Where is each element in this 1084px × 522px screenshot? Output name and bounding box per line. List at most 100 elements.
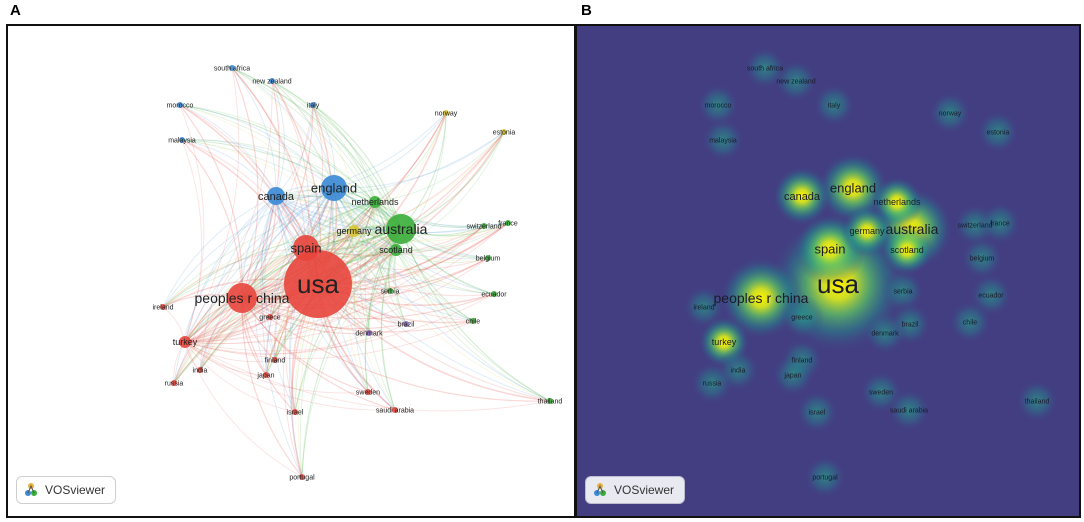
link-line bbox=[312, 104, 355, 232]
node-serbia[interactable] bbox=[387, 288, 393, 294]
node-label-england: england bbox=[311, 181, 357, 196]
node-brazil[interactable] bbox=[403, 321, 409, 327]
link-line bbox=[241, 297, 407, 330]
link-line bbox=[333, 112, 447, 189]
link-line bbox=[275, 195, 397, 251]
link-line bbox=[162, 247, 307, 308]
node-canada[interactable] bbox=[267, 187, 285, 205]
node-label-turkey: turkey bbox=[173, 337, 198, 347]
link-line bbox=[351, 230, 396, 411]
density-label-israel: israel bbox=[809, 409, 826, 416]
link-line bbox=[333, 187, 407, 325]
link-line bbox=[275, 195, 474, 322]
link-line bbox=[181, 139, 243, 299]
link-line bbox=[353, 230, 407, 325]
link-line bbox=[184, 290, 391, 345]
node-label-spain: spain bbox=[290, 241, 321, 256]
node-belgium[interactable] bbox=[485, 255, 491, 261]
node-chile[interactable] bbox=[470, 318, 476, 324]
link-line bbox=[241, 222, 509, 300]
density-label-germany: germany bbox=[849, 226, 885, 236]
node-germany[interactable] bbox=[348, 225, 360, 237]
node-scotland[interactable] bbox=[390, 244, 402, 256]
node-morocco[interactable] bbox=[177, 102, 183, 108]
link-line bbox=[275, 104, 314, 197]
node-spain[interactable] bbox=[293, 235, 319, 261]
node-australia[interactable] bbox=[386, 214, 416, 244]
node-finland[interactable] bbox=[272, 357, 278, 363]
link-line bbox=[271, 80, 310, 249]
link-line bbox=[181, 139, 277, 197]
node-new-zealand[interactable] bbox=[269, 78, 275, 84]
node-label-sweden: sweden bbox=[356, 389, 380, 396]
link-line bbox=[353, 201, 376, 393]
link-line bbox=[184, 201, 376, 343]
node-label-france: france bbox=[498, 220, 518, 227]
node-russia[interactable] bbox=[171, 380, 177, 386]
node-label-ecuador: ecuador bbox=[481, 291, 507, 298]
density-label-sweden: sweden bbox=[869, 389, 893, 396]
node-turkey[interactable] bbox=[179, 336, 191, 348]
node-switzerland[interactable] bbox=[481, 223, 487, 229]
node-netherlands[interactable] bbox=[369, 196, 381, 208]
density-label-norway: norway bbox=[939, 110, 962, 117]
link-line bbox=[353, 230, 489, 261]
node-israel[interactable] bbox=[292, 409, 298, 415]
density-blob-japan bbox=[771, 353, 815, 397]
node-label-ireland: ireland bbox=[152, 304, 173, 311]
node-label-morocco: morocco bbox=[167, 102, 194, 109]
link-line bbox=[241, 257, 489, 306]
link-line bbox=[265, 187, 335, 376]
link-line bbox=[301, 249, 397, 478]
link-line bbox=[241, 104, 314, 299]
vosviewer-logo-icon bbox=[594, 483, 606, 496]
link-line bbox=[305, 112, 447, 249]
link-line bbox=[275, 195, 402, 231]
node-ecuador[interactable] bbox=[491, 291, 497, 297]
link-line bbox=[395, 249, 495, 295]
node-japan[interactable] bbox=[263, 372, 269, 378]
node-peoples-r-china[interactable] bbox=[227, 283, 257, 313]
link-line bbox=[162, 195, 277, 308]
link-line bbox=[184, 249, 397, 343]
node-italy[interactable] bbox=[310, 102, 316, 108]
node-greece[interactable] bbox=[267, 314, 273, 320]
density-label-canada: canada bbox=[784, 191, 821, 203]
node-norway[interactable] bbox=[443, 110, 449, 116]
node-label-scotland: scotland bbox=[379, 245, 413, 255]
link-line bbox=[179, 104, 277, 197]
node-south-africa[interactable] bbox=[229, 65, 235, 71]
node-estonia[interactable] bbox=[501, 129, 507, 135]
link-line bbox=[173, 187, 335, 384]
vosviewer-label: VOSviewer bbox=[614, 483, 675, 497]
link-line bbox=[395, 225, 485, 251]
node-usa[interactable] bbox=[284, 250, 352, 318]
node-label-russia: russia bbox=[165, 380, 184, 387]
node-england[interactable] bbox=[321, 175, 347, 201]
node-thailand[interactable] bbox=[547, 398, 553, 404]
node-saudi-arabia[interactable] bbox=[392, 407, 398, 413]
node-ireland[interactable] bbox=[160, 304, 166, 310]
link-line bbox=[353, 230, 495, 295]
node-label-finland: finland bbox=[265, 357, 286, 364]
node-label-portugal: portugal bbox=[289, 474, 315, 481]
link-line bbox=[184, 257, 489, 344]
link-line bbox=[179, 104, 307, 249]
node-india[interactable] bbox=[197, 367, 203, 373]
link-line bbox=[254, 195, 277, 376]
node-portugal[interactable] bbox=[299, 474, 305, 480]
link-line bbox=[275, 195, 397, 251]
node-france[interactable] bbox=[505, 220, 511, 226]
node-denmark[interactable] bbox=[366, 330, 372, 336]
link-line bbox=[173, 201, 376, 384]
density-blob-south-africa bbox=[743, 46, 787, 90]
density-blob-chile bbox=[948, 300, 992, 344]
node-sweden[interactable] bbox=[365, 389, 371, 395]
link-line bbox=[231, 67, 259, 299]
node-malaysia[interactable] bbox=[179, 137, 185, 143]
